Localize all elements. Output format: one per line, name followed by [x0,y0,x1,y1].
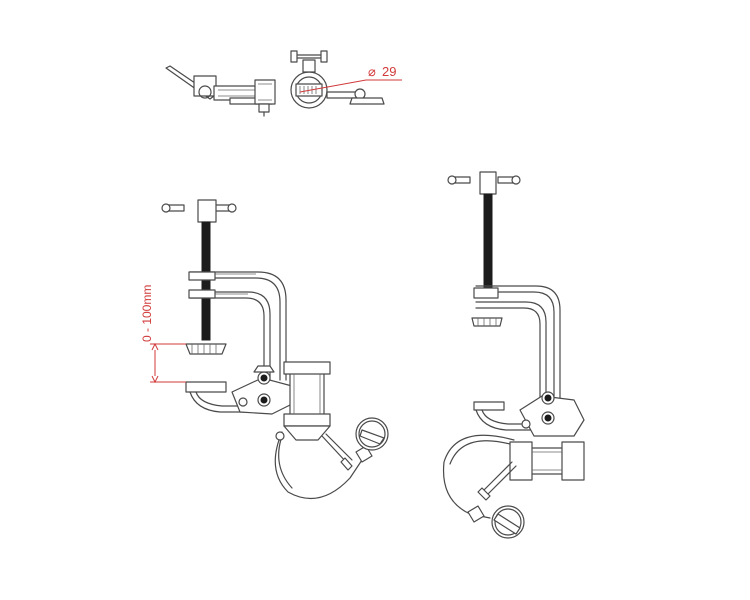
side-view-left: 0 - 100mm [140,199,389,500]
diameter-symbol: ⌀ [368,64,376,79]
opening-range-label: 0 - 100mm [140,285,154,342]
top-view: ⌀ 29 [165,50,402,117]
threaded-rod [483,193,493,289]
diameter-label: 29 [382,64,396,79]
side-view-right [442,171,585,539]
threaded-rod [201,221,211,341]
